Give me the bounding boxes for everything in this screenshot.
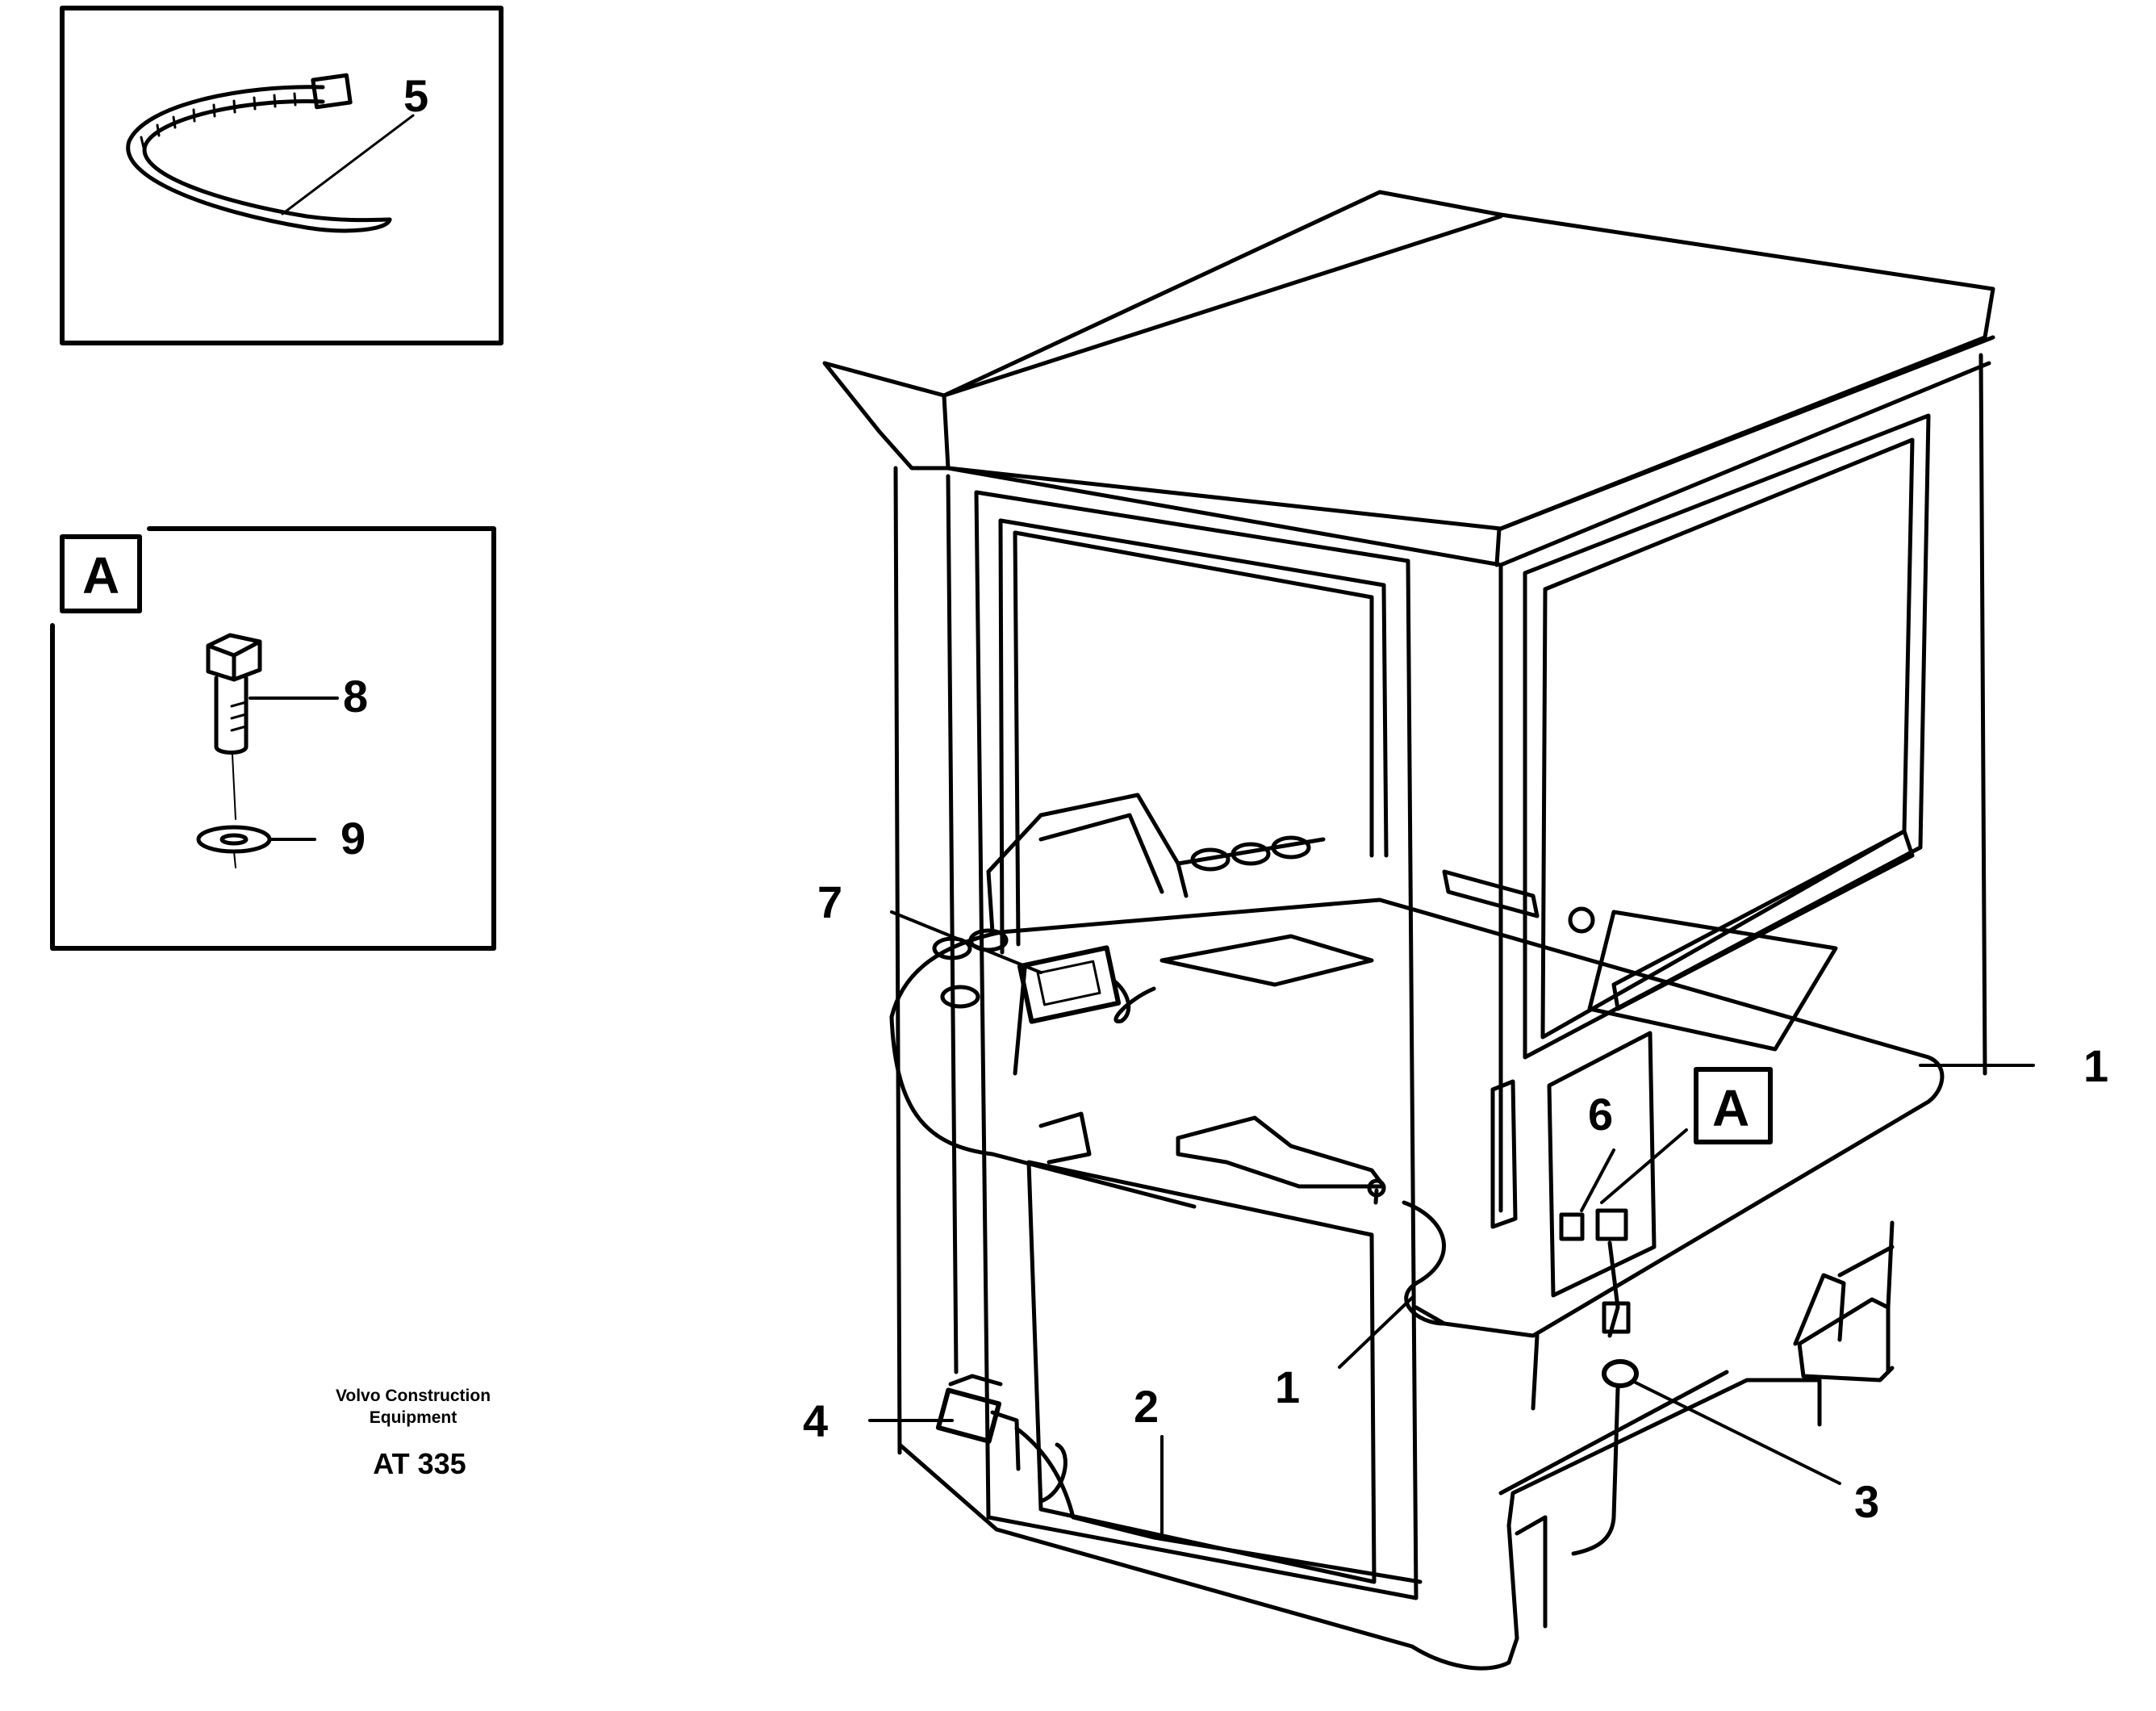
- callout-7: 7: [817, 876, 842, 927]
- drawing-code: AT 335: [373, 1447, 466, 1480]
- leader-7: [890, 910, 1042, 974]
- callout-8: 8: [343, 671, 368, 722]
- connector-item-4: [935, 1387, 1002, 1444]
- switch-panel-item-7: [1017, 945, 1122, 1024]
- callout-1-lower: 1: [1275, 1362, 1300, 1412]
- leader-5: [281, 114, 415, 215]
- callout-1-upper: 1: [2083, 1040, 2108, 1091]
- detail-a-cab-label: A: [1712, 1079, 1749, 1137]
- detail-a-inset-label: A: [82, 546, 119, 604]
- leader-3: [1632, 1380, 1841, 1485]
- caption-line-2: Equipment: [370, 1408, 458, 1427]
- inset-detail-a: [50, 526, 496, 951]
- bolt-drawing: [206, 633, 262, 755]
- cable-tie-drawing: [126, 73, 392, 233]
- cab-detail-a-marker-box: [1694, 1067, 1773, 1144]
- inset-cable-tie: [60, 6, 503, 345]
- inset-detail-a-frame: [50, 526, 496, 951]
- callout-4: 4: [803, 1395, 828, 1446]
- detail-a-marker-box: [60, 534, 142, 613]
- inset-cable-tie-frame: [60, 6, 503, 345]
- grommet-item-3: [1602, 1359, 1639, 1388]
- callout-5: 5: [403, 70, 428, 121]
- leader-1-lower: [1338, 1296, 1414, 1369]
- caption-line-1: Volvo Construction: [336, 1387, 491, 1405]
- callout-9: 9: [341, 813, 366, 864]
- cab-drawing: [822, 190, 1995, 1671]
- wiring-harness-item-2: [1014, 1426, 1423, 1584]
- callout-3: 3: [1854, 1476, 1879, 1527]
- callout-6: 6: [1588, 1089, 1613, 1140]
- leader-6: [1580, 1148, 1615, 1212]
- leader-a-cab: [1600, 1128, 1688, 1204]
- callout-2: 2: [1134, 1381, 1159, 1432]
- washer-drawing: [196, 825, 272, 854]
